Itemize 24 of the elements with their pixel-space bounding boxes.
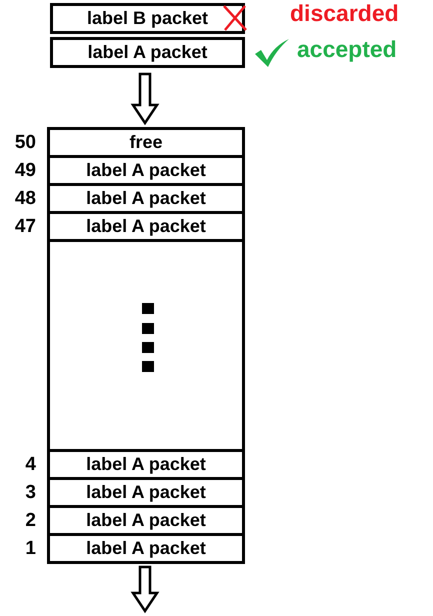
status-label: accepted <box>297 36 397 63</box>
slot-number: 1 <box>25 538 36 560</box>
packet-label: free <box>129 132 163 153</box>
slot-number: 2 <box>25 510 36 532</box>
status-label: discarded <box>290 0 399 27</box>
packet-label: label A packet <box>86 482 206 503</box>
packet-label: label A packet <box>86 216 206 237</box>
slot-number: 3 <box>25 482 36 504</box>
slot-number: 4 <box>25 454 36 476</box>
slot-number: 49 <box>14 160 36 182</box>
packet-label: label A packet <box>86 510 206 531</box>
slot-number: 50 <box>14 132 36 154</box>
packet-label: label A packet <box>88 42 208 63</box>
packet-box <box>50 37 245 68</box>
packet-label: label A packet <box>86 160 206 181</box>
packet-label: label A packet <box>86 454 206 475</box>
packet-label: label A packet <box>86 188 206 209</box>
packet-label: label A packet <box>86 538 206 559</box>
arrow <box>130 72 160 126</box>
slot-number: 47 <box>14 216 36 238</box>
slot-number: 48 <box>14 188 36 210</box>
arrow <box>130 566 160 614</box>
packet-label: label B packet <box>86 8 208 29</box>
packet-box <box>50 3 245 34</box>
